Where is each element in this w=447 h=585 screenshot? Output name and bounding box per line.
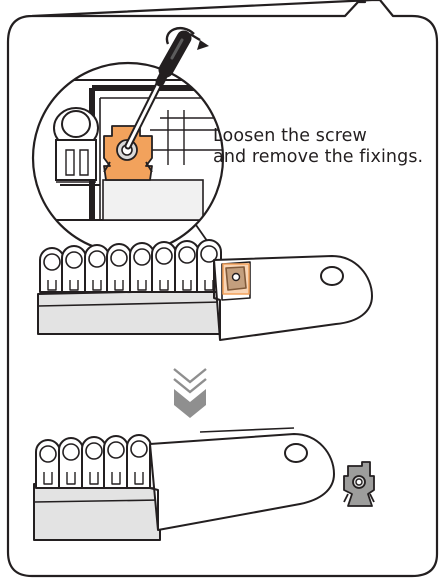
instruction-line-1: Loosen the screw (213, 126, 445, 147)
instruction-line-2: and remove the fixings. (213, 147, 445, 168)
light-bar-before (38, 240, 372, 340)
light-bar-after (34, 428, 334, 540)
instruction-text: Loosen the screw and remove the fixings. (213, 126, 445, 168)
chevron-down-icon (174, 369, 206, 418)
removed-fixing (344, 462, 374, 506)
